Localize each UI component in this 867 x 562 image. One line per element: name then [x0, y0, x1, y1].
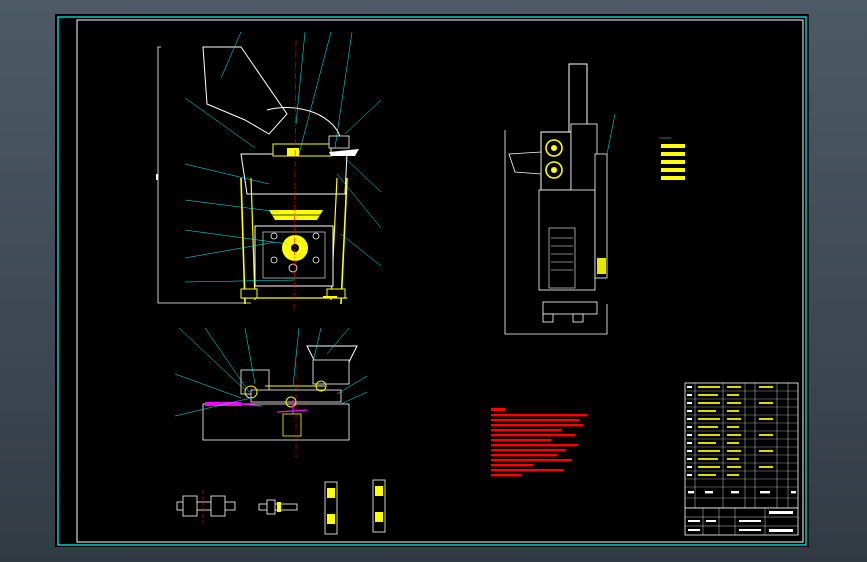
section-view — [174, 327, 368, 458]
sheet-inner-border — [76, 19, 804, 543]
main-view — [156, 31, 382, 311]
sheet-outer-border — [57, 16, 807, 546]
parts-list-table — [684, 382, 799, 509]
drawing-sheet — [57, 16, 807, 546]
side-view — [504, 63, 616, 335]
part-details-row — [176, 479, 386, 535]
technical-requirements-note — [491, 408, 587, 477]
detail-view-A — [659, 137, 687, 180]
title-block — [684, 507, 799, 536]
cad-drawing-viewport[interactable] — [55, 14, 809, 547]
